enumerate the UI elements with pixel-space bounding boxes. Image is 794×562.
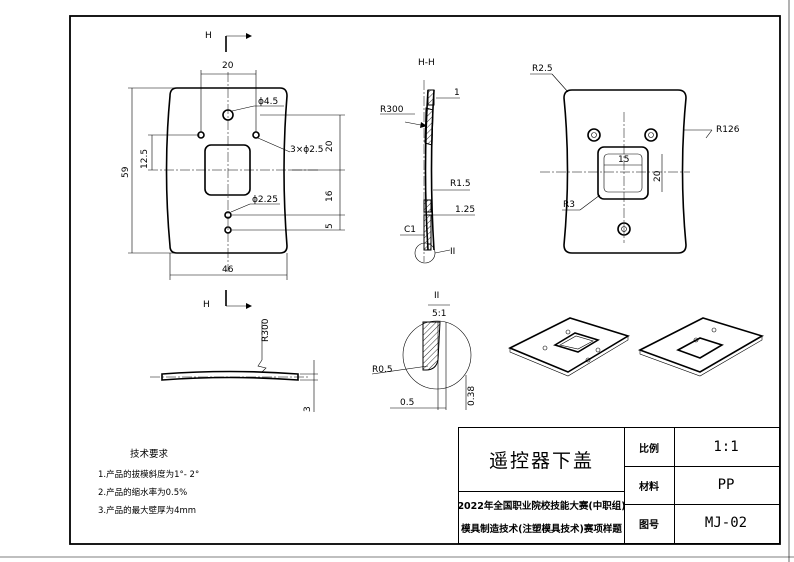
iso-view-top xyxy=(508,317,630,377)
dim-back-r3: R3 xyxy=(563,200,575,210)
note-item: 2.产品的缩水率为0.5% xyxy=(98,488,188,498)
section-marker-top: H xyxy=(205,31,212,41)
drawing-no-label: 图号 xyxy=(639,519,659,531)
detail-view: II 5:1 R0.5 0.5 0.38 xyxy=(371,291,477,410)
front-hole-large xyxy=(222,109,234,121)
note-item: 3.产品的最大壁厚为4mm xyxy=(98,506,197,516)
title-block: 遥控器下盖 2022年全国职业院校技能大赛(中职组) 模具制造技术(注塑模具技术… xyxy=(457,427,780,544)
notes-title: 技术要求 xyxy=(130,449,169,460)
iso-view-bottom xyxy=(637,317,764,377)
detail-enlarged-circle xyxy=(402,320,472,390)
dim-front-12-5: 12.5 xyxy=(140,149,150,169)
dim-front-phi225: ϕ2.25 xyxy=(252,195,278,205)
technical-notes: 技术要求 1.产品的拔模斜度为1°- 2° 2.产品的缩水率为0.5% 3.产品… xyxy=(98,446,318,520)
scale-label: 比例 xyxy=(639,443,659,455)
front-view: H H 20 ϕ4.5 3×ϕ2.5 xyxy=(121,31,345,310)
note-item: 1.产品的拔模斜度为1°- 2° xyxy=(98,470,200,480)
dim-front-46: 46 xyxy=(222,265,234,275)
dim-side-3: 3 xyxy=(303,406,313,412)
back-window-outer xyxy=(597,146,649,200)
section-view-title: H-H xyxy=(418,58,435,68)
section-view: H-H R300 1 R1.5 1.25 C1 II xyxy=(380,58,475,264)
dim-back-r25: R2.5 xyxy=(532,64,553,74)
dim-detail-038: 0.38 xyxy=(467,386,477,406)
front-hole-bottom xyxy=(224,226,232,234)
section-marker-bottom: H xyxy=(203,300,210,310)
material-value: PP xyxy=(717,477,735,493)
back-window-inner xyxy=(603,153,643,193)
front-hole-right xyxy=(252,131,260,139)
dim-back-20: 20 xyxy=(653,170,663,182)
dim-front-3xphi25: 3×ϕ2.5 xyxy=(290,145,324,155)
dim-detail-05: 0.5 xyxy=(400,398,414,408)
detail-marker-label: II xyxy=(450,247,455,257)
dim-section-125: 1.25 xyxy=(455,205,475,215)
detail-title: II xyxy=(434,291,439,301)
competition-line-1: 2022年全国职业院校技能大赛(中职组) xyxy=(457,501,626,512)
dim-section-c1: C1 xyxy=(404,225,416,235)
sheet-border xyxy=(69,15,781,545)
dim-section-1: 1 xyxy=(454,88,460,98)
dim-front-20: 20 xyxy=(222,61,234,71)
back-view: R2.5 R126 15 20 R3 xyxy=(530,64,740,254)
scale-value: 1:1 xyxy=(713,439,739,455)
front-outline xyxy=(165,87,288,254)
material-label: 材料 xyxy=(639,481,659,493)
dim-front-16: 16 xyxy=(325,190,335,202)
dim-front-59: 59 xyxy=(121,166,131,178)
dim-side-r300: R300 xyxy=(261,318,271,342)
competition-line-2: 模具制造技术(注塑模具技术)赛项样题 xyxy=(461,524,622,535)
drawing-no-value: MJ-02 xyxy=(704,515,748,531)
front-window xyxy=(204,144,251,196)
dim-front-phi45: ϕ4.5 xyxy=(258,97,278,107)
dim-section-r300: R300 xyxy=(380,105,404,115)
dim-detail-r05: R0.5 xyxy=(372,365,393,375)
dim-back-15: 15 xyxy=(618,155,629,165)
dim-section-r15: R1.5 xyxy=(450,179,471,189)
side-view: 3 R300 xyxy=(150,318,318,412)
back-outline xyxy=(563,89,687,254)
dim-back-r126: R126 xyxy=(716,125,740,135)
front-hole-mid xyxy=(224,211,232,219)
dim-front-5: 5 xyxy=(325,223,335,229)
side-profile xyxy=(161,370,299,381)
dim-front-20-v: 20 xyxy=(325,140,335,152)
detail-scale: 5:1 xyxy=(432,309,446,319)
part-name: 遥控器下盖 xyxy=(488,450,594,472)
